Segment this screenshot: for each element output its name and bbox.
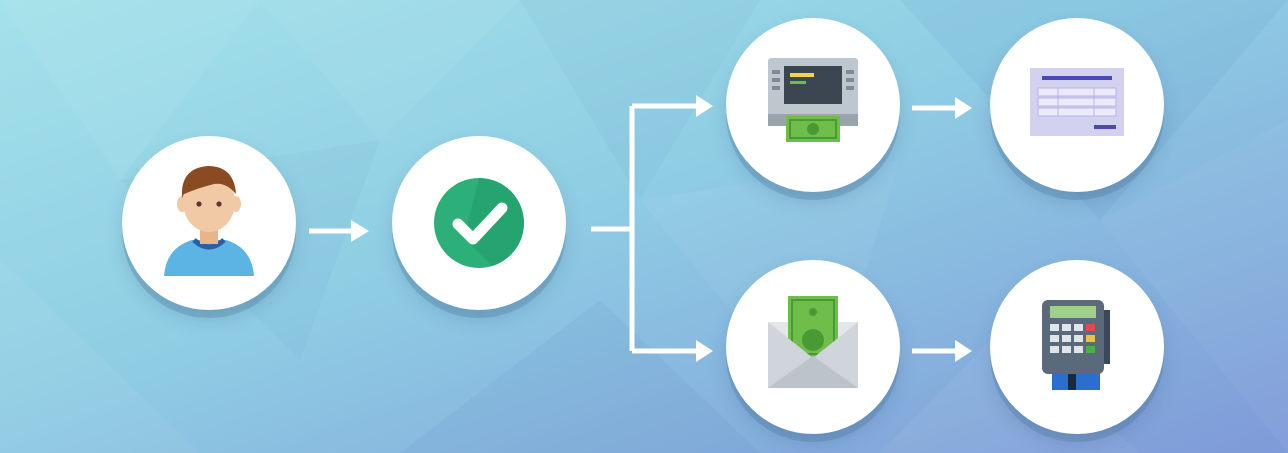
arrowhead-envelope (696, 340, 713, 362)
arrowhead-terminal (955, 340, 972, 362)
arrowhead-approval (351, 220, 369, 242)
node-approval (392, 136, 566, 310)
person-icon (164, 166, 254, 276)
statement-form-icon (1030, 68, 1124, 136)
node-card-terminal (990, 260, 1164, 434)
node-customer (122, 136, 296, 310)
arrowhead-statement (955, 97, 972, 119)
cash-envelope-icon (768, 296, 858, 388)
node-statement (990, 18, 1164, 192)
atm-icon (768, 58, 858, 142)
branch-connector (591, 103, 700, 354)
payment-terminal-icon (1042, 300, 1110, 390)
arrowhead-atm (696, 95, 713, 117)
node-atm (726, 18, 900, 192)
checkmark-icon (434, 178, 524, 268)
node-cash-envelope (726, 260, 900, 434)
